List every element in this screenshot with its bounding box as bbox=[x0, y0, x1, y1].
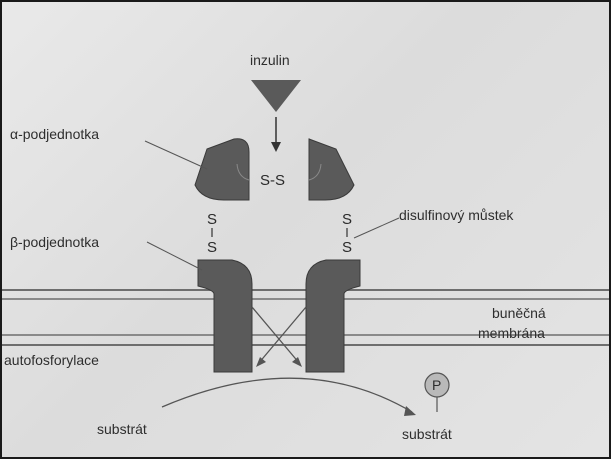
beta-subunit-label: β-podjednotka bbox=[10, 234, 99, 250]
substrate-arrow bbox=[162, 378, 412, 412]
left-sulfur-bottom: S bbox=[207, 239, 217, 256]
autophosphorylation-arrowhead-1 bbox=[292, 357, 302, 367]
substrate-arrowhead bbox=[404, 406, 416, 416]
insulin-arrowhead bbox=[271, 142, 281, 152]
disulfide-bridge-leader bbox=[354, 218, 399, 238]
insulin-triangle bbox=[251, 80, 301, 112]
alpha-subunit-right bbox=[309, 139, 354, 200]
autophosphorylation-label: autofosforylace bbox=[4, 352, 99, 368]
disulfide-bridge-label: disulfinový můstek bbox=[399, 207, 514, 223]
beta-subunit-left bbox=[198, 260, 252, 372]
beta-subunit-right bbox=[306, 260, 360, 372]
left-sulfur-top: S bbox=[207, 211, 217, 228]
beta-subunit-leader bbox=[147, 242, 202, 270]
cell-membrane-label-line1: buněčná bbox=[492, 305, 546, 321]
alpha-subunit-left bbox=[195, 139, 249, 200]
phosphate-label: P bbox=[432, 377, 441, 393]
substrate-left-label: substrát bbox=[97, 421, 147, 437]
insulin-label: inzulin bbox=[250, 52, 290, 68]
alpha-subunit-leader bbox=[145, 141, 207, 169]
substrate-right-label: substrát bbox=[402, 426, 452, 442]
right-sulfur-top: S bbox=[342, 211, 352, 228]
alpha-alpha-disulfide: S-S bbox=[260, 172, 285, 189]
cell-membrane-label-line2: membrána bbox=[478, 325, 545, 341]
autophosphorylation-arrowhead-2 bbox=[256, 357, 266, 367]
alpha-subunit-label: α-podjednotka bbox=[10, 126, 99, 142]
right-sulfur-bottom: S bbox=[342, 239, 352, 256]
